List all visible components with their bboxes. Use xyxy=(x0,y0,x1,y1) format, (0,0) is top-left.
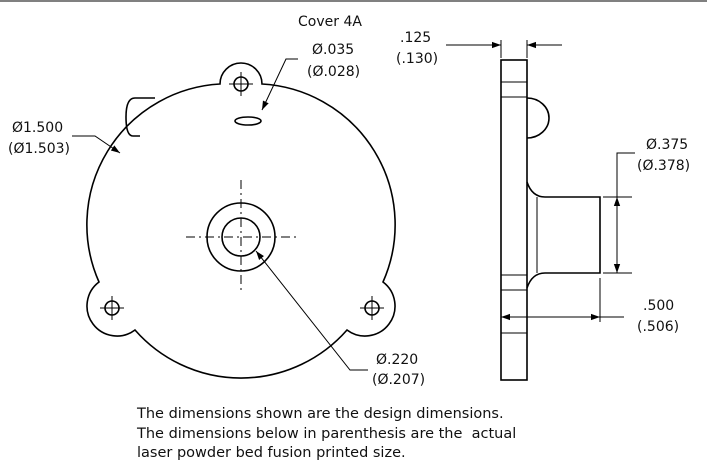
flange-thickness-design-dim: .125 xyxy=(400,30,431,46)
boss-length-actual-dim: (.506) xyxy=(637,319,679,335)
note-line-2: The dimensions below in parenthesis are … xyxy=(137,425,517,442)
center-bore-design-dim: Ø.220 xyxy=(376,352,418,368)
outer-diameter-design-dim: Ø1.500 xyxy=(12,120,63,136)
flange-thickness-actual-dim: (.130) xyxy=(396,51,438,67)
top-hole-leader xyxy=(261,58,298,111)
side-view xyxy=(446,40,635,381)
outer-diameter-actual-dim: (Ø1.503) xyxy=(8,141,70,157)
side-boss-outline xyxy=(125,97,155,137)
top-hole-design-dim: Ø.035 xyxy=(312,42,354,58)
dimension-note: The dimensions shown are the design dime… xyxy=(137,405,516,464)
center-bore-actual-dim: (Ø.207) xyxy=(372,372,425,388)
note-line-1: The dimensions shown are the design dime… xyxy=(137,406,504,422)
main-boss xyxy=(526,181,601,289)
note-line-3: laser powder bed fusion printed size. xyxy=(137,445,406,461)
boss-diameter-design-dim: Ø.375 xyxy=(646,137,688,153)
front-view xyxy=(72,58,396,379)
boss-length-design-dim: .500 xyxy=(643,298,674,314)
boss-diameter-actual-dim: (Ø.378) xyxy=(637,158,690,174)
outer-diameter-leader xyxy=(72,135,121,154)
small-slot xyxy=(234,116,262,126)
flange-plate xyxy=(500,59,528,381)
small-top-boss xyxy=(526,97,550,139)
cover-outline xyxy=(86,62,396,379)
top-hole-actual-dim: (Ø.028) xyxy=(307,64,360,80)
drawing-title: Cover 4A xyxy=(298,14,362,30)
center-bore-leader xyxy=(255,250,368,371)
